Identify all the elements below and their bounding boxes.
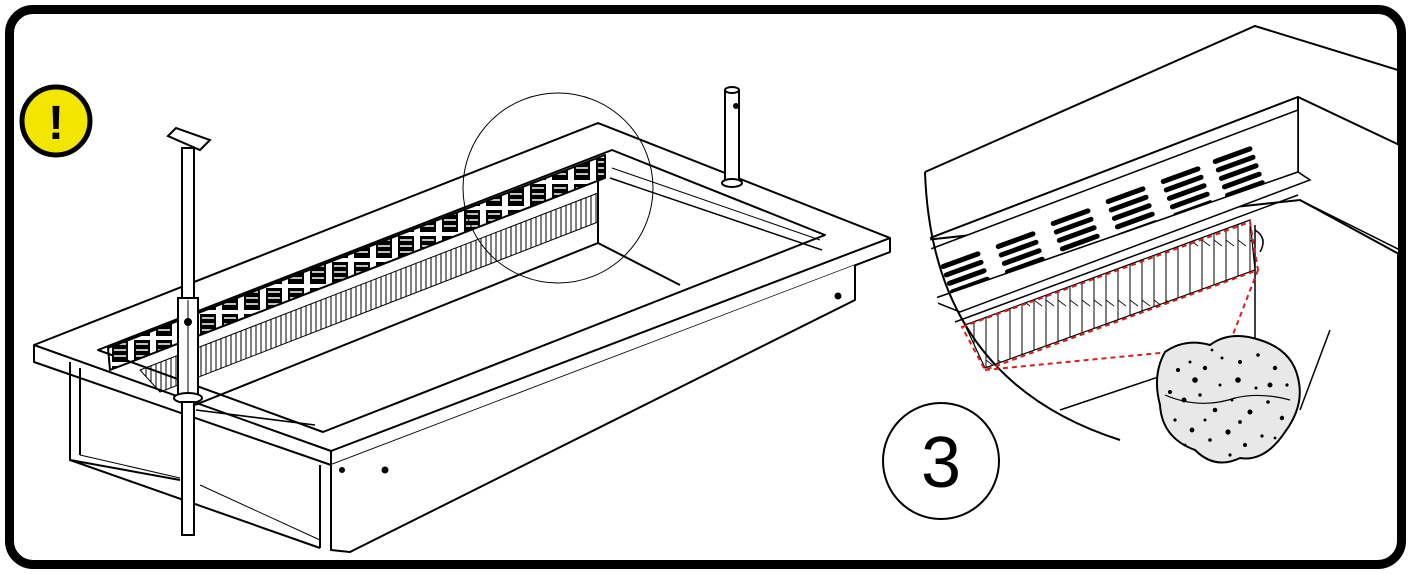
sponge-icon [1155, 335, 1301, 464]
warning-symbol: ! [48, 97, 64, 150]
magnifier-circle-icon [462, 92, 654, 284]
detail-view [925, 95, 1398, 411]
right-support-post [721, 86, 743, 188]
display-counter-unit [33, 122, 891, 553]
left-support-post [166, 126, 212, 536]
step-number: 3 [921, 423, 961, 503]
warning-icon: ! [19, 84, 93, 158]
detail-view-outline [924, 24, 1399, 441]
step-number-badge: 3 [882, 402, 1000, 520]
